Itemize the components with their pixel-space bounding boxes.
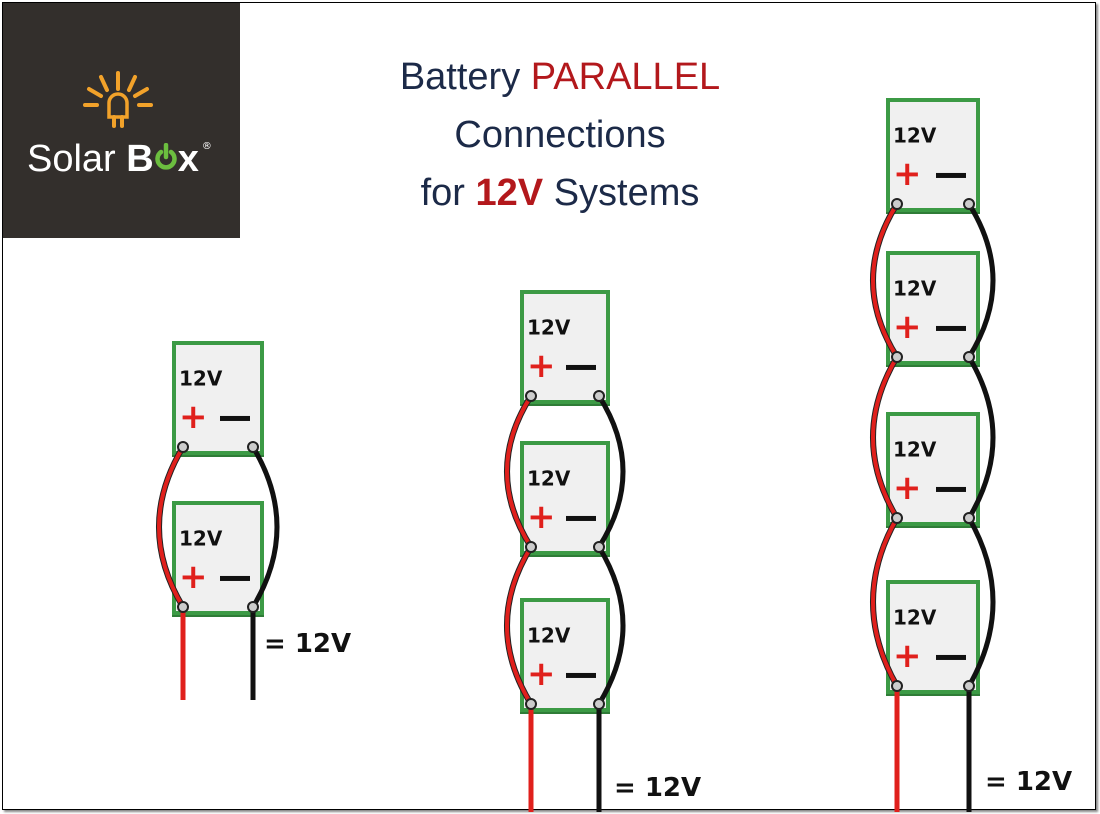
- positive-terminal-sign: +: [893, 154, 922, 194]
- negative-terminal-sign: [220, 415, 250, 421]
- negative-terminal: [963, 680, 975, 692]
- battery-case: [520, 441, 610, 555]
- negative-terminal: [963, 198, 975, 210]
- battery-case: [520, 290, 610, 404]
- battery-group-three-batteries: 12V +12V +12V + = 12V: [504, 290, 701, 812]
- negative-terminal-sign: [936, 172, 966, 178]
- negative-terminal-sign: [220, 575, 250, 581]
- battery-case: [886, 412, 980, 526]
- battery-case: [886, 251, 980, 365]
- positive-terminal: [891, 198, 903, 210]
- battery-voltage-label: 12V: [893, 123, 937, 147]
- positive-wire: [871, 517, 899, 687]
- registered-mark: ®: [201, 141, 212, 152]
- positive-terminal-sign: +: [179, 397, 208, 437]
- positive-terminal: [177, 601, 189, 613]
- positive-terminal-sign: +: [527, 346, 556, 386]
- battery-group-two-batteries: 12V +12V + = 12V: [156, 341, 351, 700]
- positive-terminal: [525, 698, 537, 710]
- negative-terminal: [593, 698, 605, 710]
- battery: 12V +: [520, 290, 610, 406]
- battery: 12V +: [886, 251, 980, 367]
- negative-terminal-sign: [566, 515, 596, 521]
- negative-wire: [596, 394, 626, 549]
- output-voltage-label: = 12V: [264, 629, 351, 659]
- positive-terminal: [891, 512, 903, 524]
- battery-case: [886, 580, 980, 694]
- negative-terminal-sign: [936, 654, 966, 660]
- battery-voltage-label: 12V: [527, 466, 571, 490]
- positive-wire: [871, 355, 899, 520]
- positive-wire: [505, 394, 533, 549]
- battery-voltage-label: 12V: [893, 276, 937, 300]
- title-line-1: Battery PARALLEL: [399, 56, 721, 98]
- battery-voltage-label: 12V: [179, 526, 223, 550]
- positive-terminal: [525, 390, 537, 402]
- title-line-3: for 12V Systems: [420, 172, 700, 214]
- negative-wire: [966, 202, 996, 359]
- positive-wire: [505, 545, 533, 706]
- negative-terminal: [963, 351, 975, 363]
- output-voltage-label: = 12V: [614, 773, 701, 803]
- battery-voltage-label: 12V: [527, 315, 571, 339]
- battery-case: [520, 598, 610, 712]
- positive-terminal-sign: +: [893, 468, 922, 508]
- battery: 12V +: [886, 98, 980, 214]
- battery: 12V +: [520, 598, 610, 714]
- battery-voltage-label: 12V: [527, 623, 571, 647]
- power-icon: [155, 143, 177, 170]
- output-voltage-label: = 12V: [985, 767, 1072, 797]
- positive-terminal-sign: +: [527, 497, 556, 537]
- battery: 12V +: [886, 580, 980, 696]
- positive-terminal-sign: +: [893, 636, 922, 676]
- battery: 12V +: [172, 341, 264, 457]
- negative-terminal-sign: [936, 486, 966, 492]
- positive-terminal-sign: +: [527, 654, 556, 694]
- positive-wire: [871, 202, 899, 359]
- positive-terminal: [525, 541, 537, 553]
- negative-terminal: [593, 390, 605, 402]
- positive-terminal: [891, 351, 903, 363]
- positive-terminal-sign: +: [179, 557, 208, 597]
- plug-sun-icon: [83, 71, 153, 128]
- title-line-2: Connections: [454, 114, 666, 156]
- negative-terminal-sign: [566, 672, 596, 678]
- positive-terminal: [891, 680, 903, 692]
- negative-wire: [596, 545, 626, 706]
- negative-wire: [966, 355, 996, 520]
- battery-case: [172, 341, 264, 455]
- positive-terminal-sign: +: [893, 307, 922, 347]
- battery-case: [172, 501, 264, 615]
- negative-wire: [250, 445, 280, 609]
- negative-terminal-sign: [566, 364, 596, 370]
- negative-terminal: [593, 541, 605, 553]
- battery: 12V +: [520, 441, 610, 557]
- battery-group-four-batteries: 12V +12V +12V +12V + = 12V: [870, 98, 1072, 812]
- battery-case: [886, 98, 980, 212]
- battery: 12V +: [172, 501, 264, 617]
- positive-terminal: [177, 441, 189, 453]
- negative-wire: [966, 516, 996, 688]
- negative-terminal: [247, 441, 259, 453]
- negative-terminal: [963, 512, 975, 524]
- battery-voltage-label: 12V: [893, 437, 937, 461]
- battery-voltage-label: 12V: [179, 366, 223, 390]
- negative-terminal-sign: [936, 325, 966, 331]
- battery: 12V +: [886, 412, 980, 528]
- battery-voltage-label: 12V: [893, 605, 937, 629]
- positive-wire: [157, 445, 185, 609]
- negative-terminal: [247, 601, 259, 613]
- page-title: Battery PARALLEL Connections for 12V Sys…: [300, 48, 820, 222]
